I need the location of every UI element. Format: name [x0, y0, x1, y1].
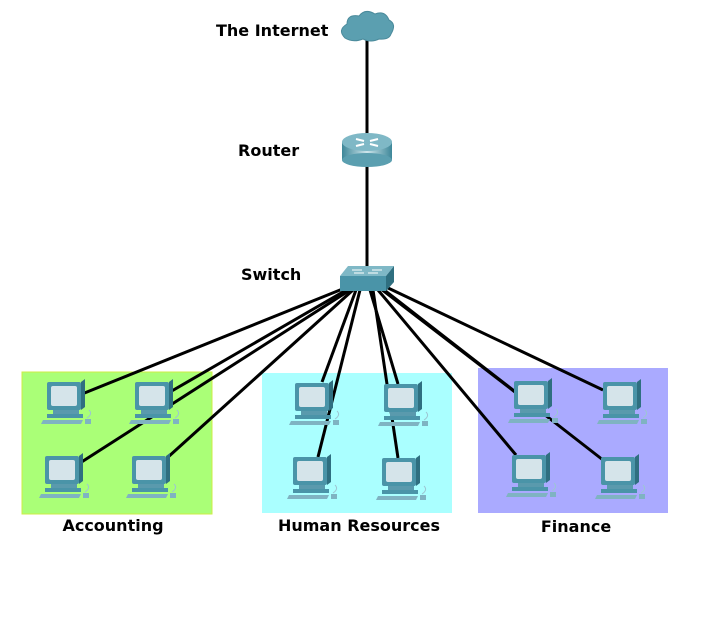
link-switch-pc [320, 289, 358, 383]
link-switch-pc [376, 289, 518, 456]
cloud-icon[interactable] [341, 10, 395, 42]
link-switch-pc [382, 287, 604, 462]
router-icon[interactable] [342, 133, 392, 167]
link-switch-pc [79, 288, 351, 465]
link-switch-pc [169, 287, 349, 394]
group-label-finance: Finance [540, 517, 612, 536]
link-switch-pc [165, 288, 355, 460]
internet-label: The Internet [216, 21, 329, 40]
link-switch-pc [81, 286, 346, 396]
group-label-human-resources: Human Resources [277, 516, 441, 535]
router-label: Router [238, 141, 300, 160]
link-switch-pc [371, 289, 400, 459]
switch-icon[interactable] [340, 266, 394, 291]
links [79, 40, 604, 465]
switch-label: Switch [241, 265, 302, 284]
link-switch-pc [385, 285, 604, 392]
group-label-accounting: Accounting [62, 516, 164, 535]
link-switch-pc [316, 289, 362, 458]
group-box-human-resources [262, 373, 452, 513]
